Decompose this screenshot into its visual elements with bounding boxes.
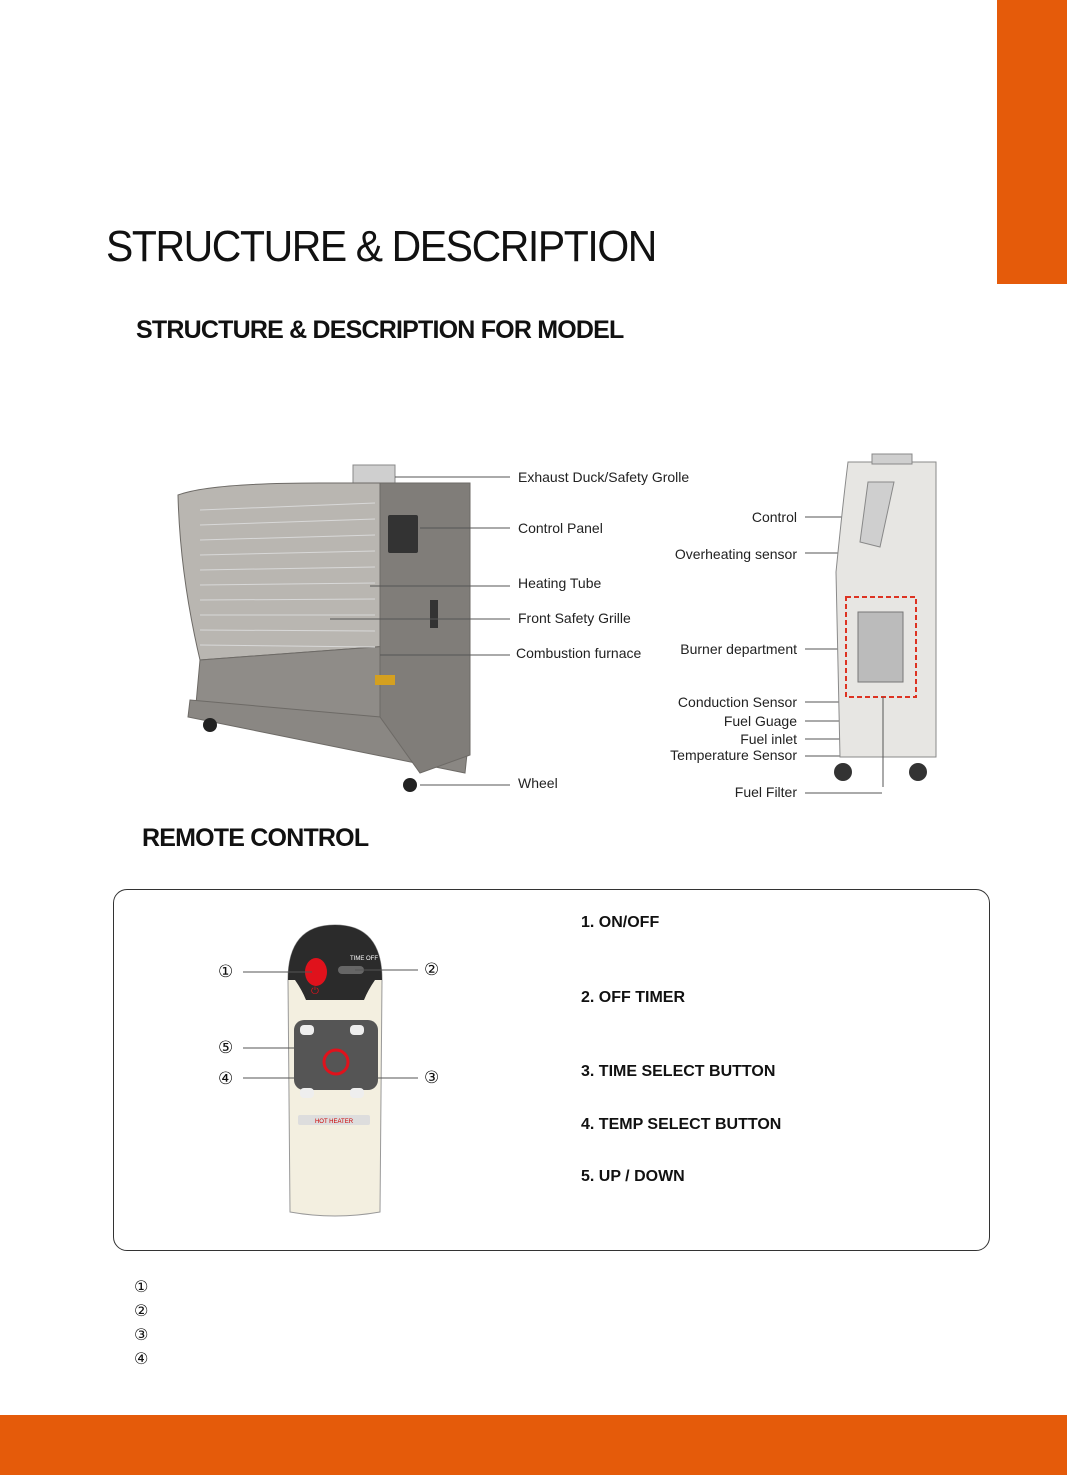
callout-overheating-sensor: Overheating sensor: [674, 546, 797, 562]
function-time-select: 3. TIME SELECT BUTTON: [581, 1063, 776, 1080]
callout-wheel: Wheel: [518, 775, 558, 791]
callout-temperature-sensor: Temperature Sensor: [670, 747, 797, 763]
marker-2: ②: [424, 960, 440, 980]
callout-heating-tube: Heating Tube: [518, 575, 602, 591]
callout-fuel-inlet: Fuel inlet: [740, 731, 797, 747]
section-heading-model: STRUCTURE & DESCRIPTION FOR MODEL: [136, 316, 624, 344]
marker-4: ④: [218, 1069, 234, 1089]
svg-text:HOT HEATER: HOT HEATER: [315, 1119, 354, 1125]
page-title: STRUCTURE & DESCRIPTION: [106, 222, 657, 271]
remote-image: ⏻ TIME OFF HOT HEATER: [287, 924, 383, 1217]
remote-control-panel: [113, 889, 990, 1251]
note-marker-3: ③: [134, 1325, 149, 1344]
callout-burner-department: Burner department: [680, 641, 797, 657]
callout-conduction-sensor: Conduction Sensor: [677, 694, 797, 710]
note-marker-1: ①: [134, 1277, 149, 1296]
svg-text:⏻: ⏻: [311, 986, 319, 997]
time-off-text: TIME OFF: [350, 956, 378, 962]
callout-fuel-filter: Fuel Filter: [734, 784, 797, 800]
footer-bar: [0, 1415, 1067, 1475]
note-marker-4: ④: [134, 1349, 149, 1368]
callout-front-safety-grille: Front Safety Grille: [518, 610, 631, 626]
marker-5: ⑤: [218, 1038, 234, 1058]
function-off-timer: 2. OFF TIMER: [581, 989, 685, 1006]
heater-side-image: [834, 453, 937, 787]
callout-combustion-furnace: Combustion furnace: [516, 645, 642, 661]
note-marker-2: ②: [134, 1301, 149, 1320]
heater-front-image: [177, 464, 471, 792]
function-on-off: 1. ON/OFF: [581, 914, 660, 931]
callout-control: Control: [751, 509, 797, 525]
function-temp-select: 4. TEMP SELECT BUTTON: [581, 1116, 782, 1133]
side-tab: [997, 0, 1067, 284]
callout-control-panel: Control Panel: [518, 520, 603, 536]
marker-3: ③: [424, 1068, 440, 1088]
callout-exhaust-duct: Exhaust Duck/Safety Grolle: [518, 469, 690, 485]
section-heading-remote: REMOTE CONTROL: [142, 824, 369, 852]
callout-fuel-gauge: Fuel Guage: [723, 713, 797, 729]
marker-1: ①: [218, 962, 234, 982]
function-up-down: 5. UP / DOWN: [581, 1168, 685, 1185]
